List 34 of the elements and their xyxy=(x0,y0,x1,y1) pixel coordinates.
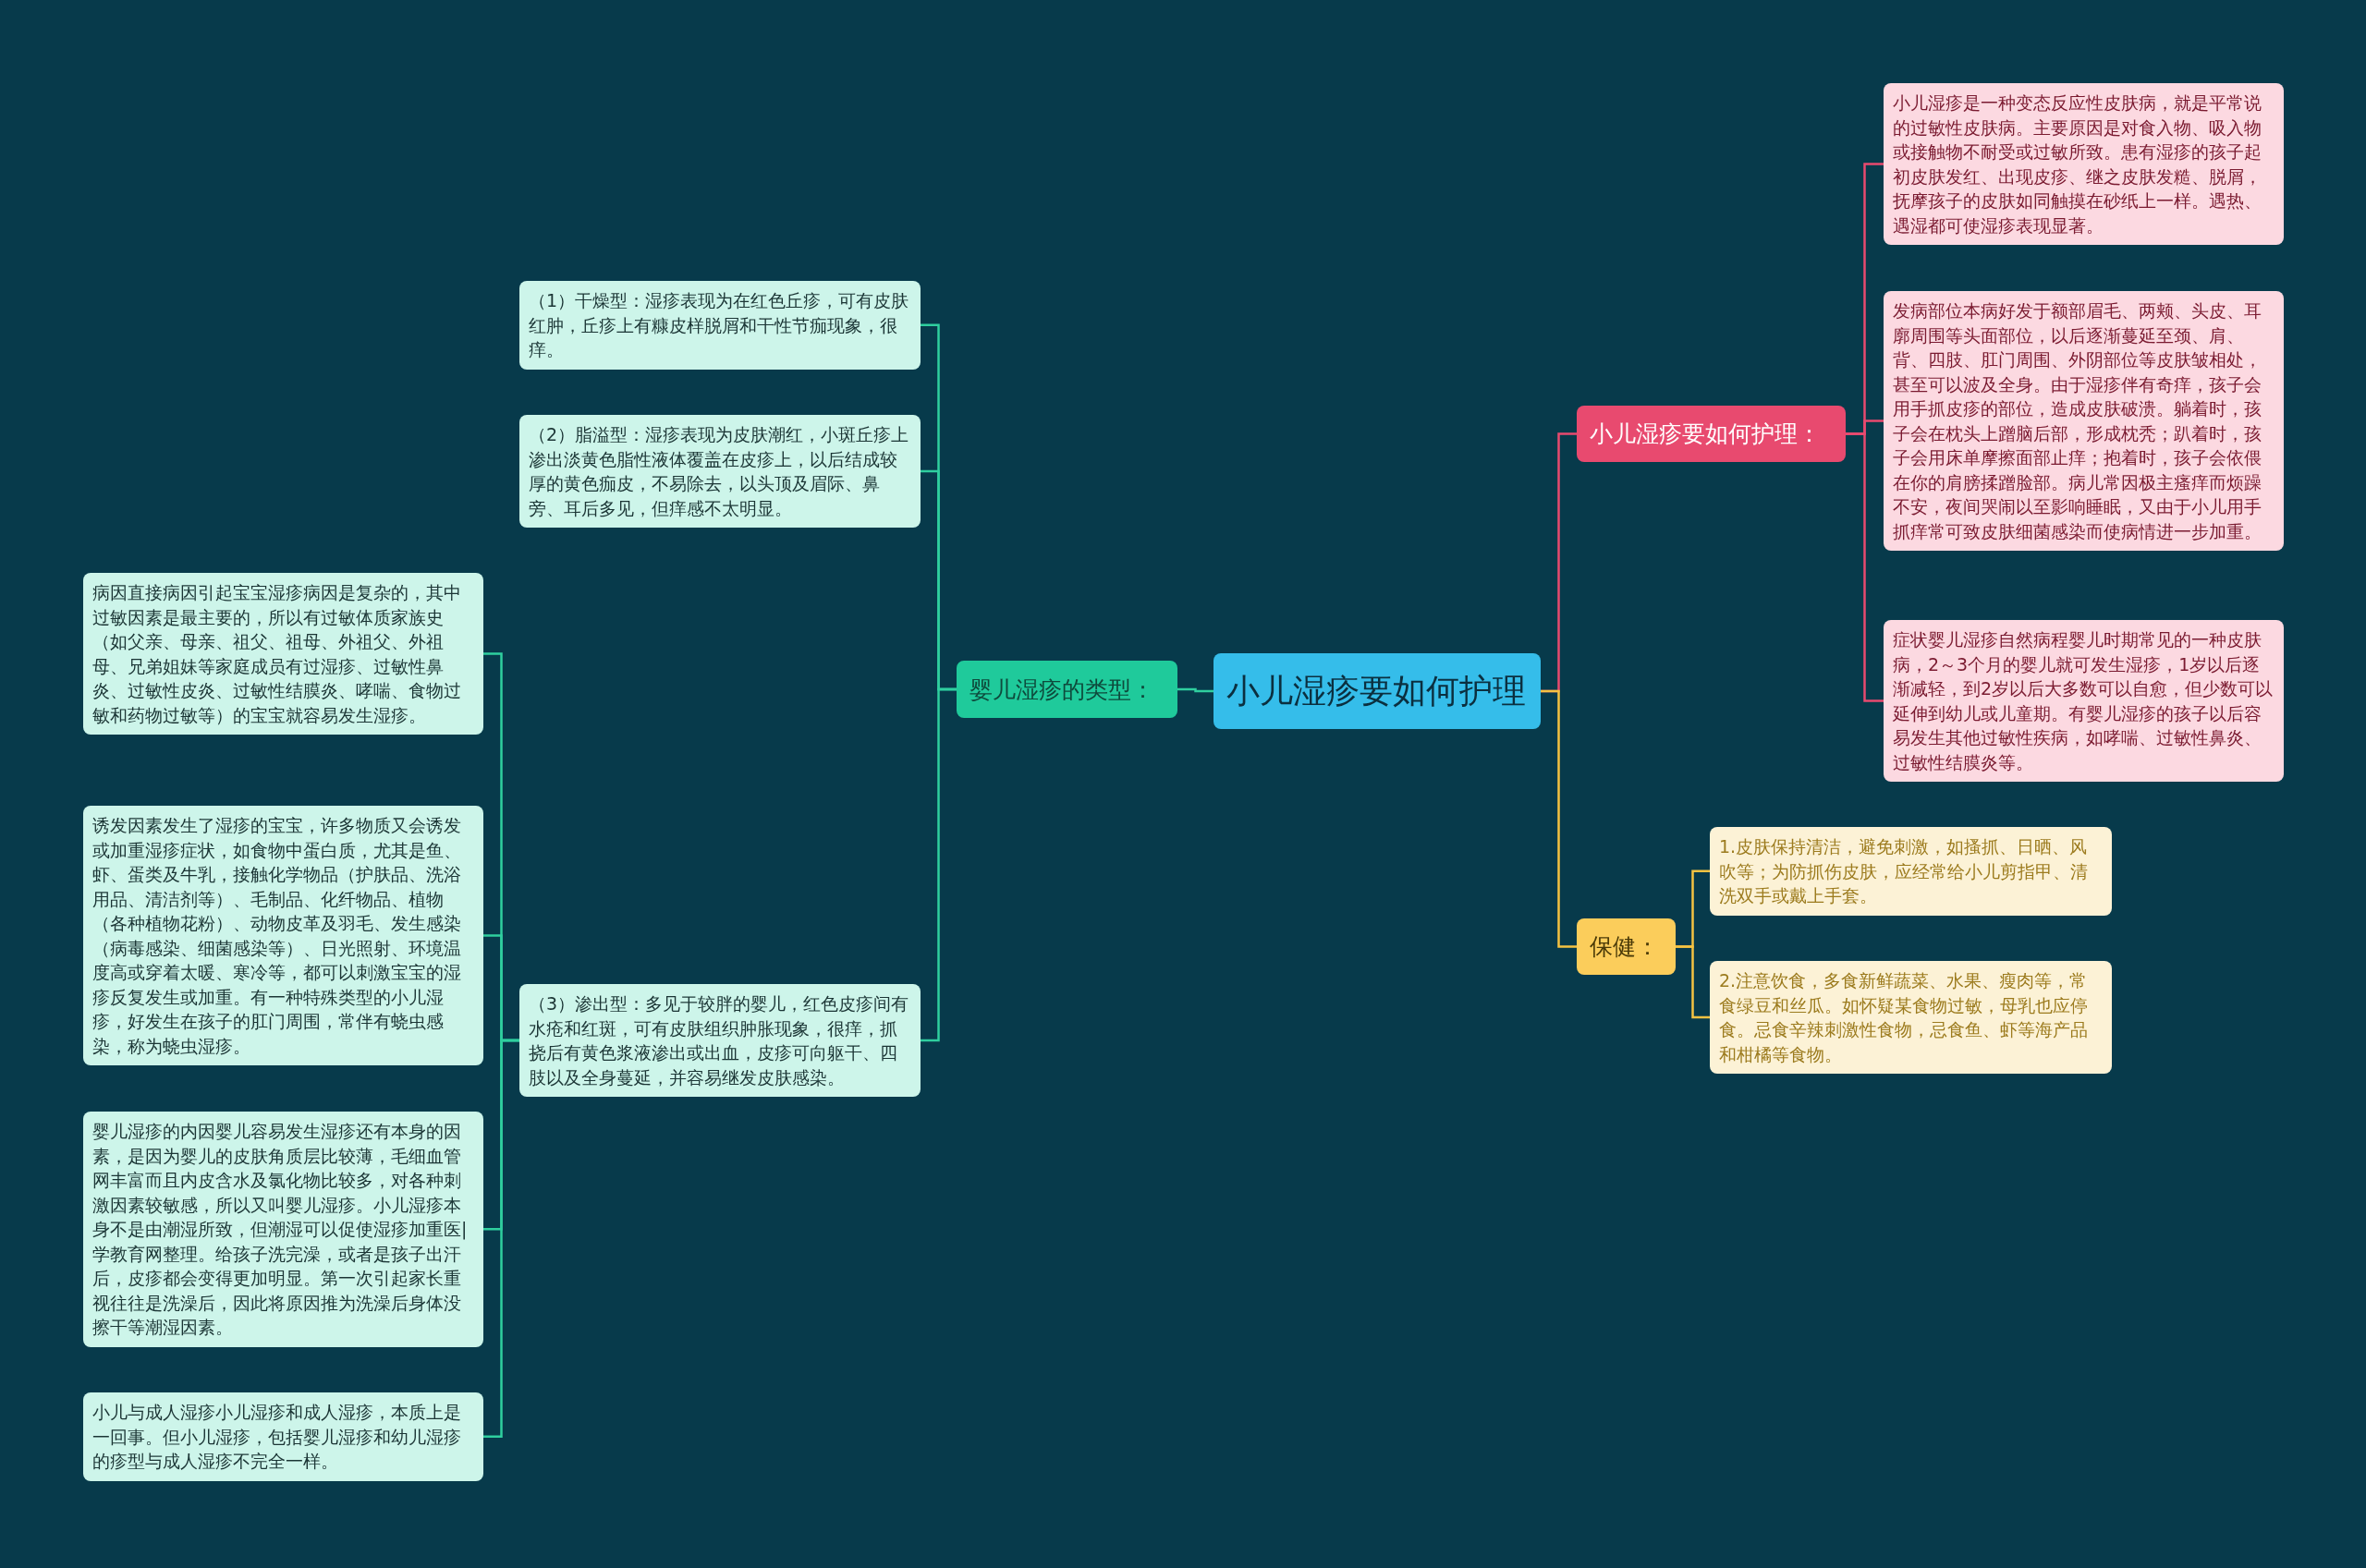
topic-text: 婴儿湿疹的类型： xyxy=(970,675,1154,705)
topic-text: （2）脂溢型：湿疹表现为皮肤潮红，小斑丘疹上渗出淡黄色脂性液体覆盖在皮疹上，以后结成较厚的黄色痂皮，不易除去，以头顶及眉际、鼻旁、耳后多见，但痒感不太明显。 xyxy=(529,423,910,520)
connector-line xyxy=(1676,945,1710,1019)
note-box xyxy=(1710,827,2112,916)
connector-line xyxy=(1541,689,1577,948)
note-box xyxy=(519,984,921,1097)
topic-text: 保健： xyxy=(1590,932,1659,962)
central-topic-box xyxy=(1213,653,1541,729)
note-box xyxy=(83,1392,483,1481)
topic-text: 发病部位本病好发于额部眉毛、两颊、头皮、耳廓周围等头面部位，以后逐渐蔓延至颈、肩、背、四肢、肛门周围、外阴部位等皮肤皱相处，甚至可以波及全身。由于湿疹伴有奇痒，孩子会用手抓皮疹的部位，造成皮肤破溃。躺着时，孩子会在枕头上蹭脑后部，形成枕秃；趴着时，孩子会用床单摩擦面部止痒；抱着时，孩子会依偎在你的肩膀揉蹭脸部。病儿常因极主瘙痒而烦躁不安，夜间哭闹以至影响睡眠，又由于小儿用手抓痒常可致皮肤细菌感染而使病情进一步加重。 xyxy=(1893,299,2262,543)
note-box xyxy=(1710,961,2112,1074)
topic-text: 症状婴儿湿疹自然病程婴儿时期常见的一种皮肤病，2～3个月的婴儿就可发生湿疹，1岁以后逐渐减轻，到2岁以后大多数可以自愈，但少数可以延伸到幼儿或儿童期。有婴儿湿疹的孩子以后容易发生其他过敏性疾病，如哮喘、过敏性鼻炎、过敏性结膜炎等。 xyxy=(1893,628,2275,774)
topic-text: （1）干燥型：湿疹表现为在红色丘疹，可有皮肤红肿，丘疹上有糠皮样脱屑和干性节痂现象，很痒。 xyxy=(529,289,910,361)
branch-topic-box xyxy=(957,661,1177,718)
topic-text: 病因直接病因引起宝宝湿疹病因是复杂的，其中过敏因素是最主要的，所以有过敏体质家族史（如父亲、母亲、祖父、祖母、外祖父、外祖母、兄弟姐妹等家庭成员有过湿疹、过敏性鼻炎、过敏性皮炎、过敏性结膜炎、哮喘、食物过敏和药物过敏等）的宝宝就容易发生湿疹。 xyxy=(92,581,462,727)
topic-text: 小儿湿疹是一种变态反应性皮肤病，就是平常说的过敏性皮肤病。主要原因是对食入物、吸入物或接触物不耐受或过敏所致。患有湿疹的孩子起初皮肤发红、出现皮疹、继之皮肤发糙、脱屑，抚摩孩子的皮肤如同触摸在砂纸上一样。遇热、遇湿都可使湿疹表现显著。 xyxy=(1893,91,2262,237)
note-box xyxy=(1884,83,2284,245)
branch-topic-box xyxy=(1577,406,1846,462)
note-box xyxy=(83,573,483,735)
topic-text: 诱发因素发生了湿疹的宝宝，许多物质又会诱发或加重湿疹症状，如食物中蛋白质，尤其是鱼、虾、蛋类及牛乳，接触化学物品（护肤品、洗浴用品、清洁剂等）、毛制品、化纤物品、植物（各种植物花粉）、动物皮革及羽毛、发生感染（病毒感染、细菌感染等）、日光照射、环境温度高或穿着太暖、寒冷等，都可以刺激宝宝的湿疹反复发生或加重。有一种特殊类型的小儿湿疹，好发生在孩子的肛门周围，常伴有蛲虫感染，称为蛲虫湿疹。 xyxy=(92,814,462,1058)
topic-text: 小儿湿疹要如何护理 xyxy=(1226,670,1526,711)
connector-line xyxy=(921,687,957,1042)
note-box xyxy=(519,281,921,370)
connector-line xyxy=(1846,432,1884,702)
topic-text: 2.注意饮食，多食新鲜蔬菜、水果、瘦肉等，常食绿豆和丝瓜。如怀疑某食物过敏，母乳也应停食。忌食辛辣刺激性食物，忌食鱼、虾等海产品和柑橘等食物。 xyxy=(1719,969,2089,1066)
topic-text: 1.皮肤保持清洁，避免刺激，如搔抓、日晒、风吹等；为防抓伤皮肤，应经常给小儿剪指甲、清洗双手或戴上手套。 xyxy=(1719,835,2089,907)
connector-line xyxy=(483,1039,519,1438)
branch-topic-box xyxy=(1577,918,1676,975)
connector-line xyxy=(1177,687,1213,693)
note-box xyxy=(519,415,921,528)
topic-text: 小儿与成人湿疹小儿湿疹和成人湿疹，本质上是一回事。但小儿湿疹，包括婴儿湿疹和幼儿湿疹的疹型与成人湿疹不完全一样。 xyxy=(92,1401,462,1473)
topic-text: （3）渗出型：多见于较胖的婴儿，红色皮疹间有水疮和红斑，可有皮肤组织肿胀现象，很痒，抓挠后有黄色浆液渗出或出血，皮疹可向躯干、四肢以及全身蔓延，并容易继发皮肤感染。 xyxy=(529,992,910,1089)
topic-text: 小儿湿疹要如何护理： xyxy=(1590,419,1821,449)
topic-text: 婴儿湿疹的内因婴儿容易发生湿疹还有本身的因素，是因为婴儿的皮肤角质层比较薄，毛细血管网丰富而且内皮含水及氯化物比较多，对各种刺激因素较敏感，所以又叫婴儿湿疹。小儿湿疹本身不是由潮湿所致，但潮湿可以促使湿疹加重医|学教育网整理。给孩子洗完澡，或者是孩子出汗后，皮疹都会变得更加明显。第一次引起家长重视往往是洗澡后，因此将原因推为洗澡后身体没擦干等潮湿因素。 xyxy=(92,1120,469,1339)
